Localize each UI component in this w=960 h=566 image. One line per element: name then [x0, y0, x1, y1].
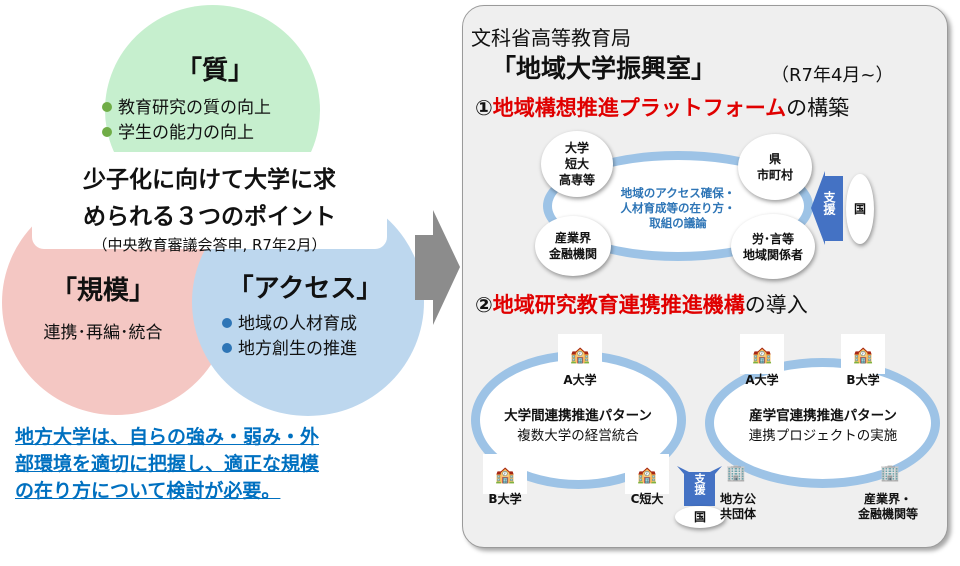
- arrow-right-icon: [415, 210, 460, 325]
- bullet-icon: [222, 343, 232, 353]
- node-stakeholders: 労･言等 地域関係者: [731, 214, 815, 279]
- center-line2: められる３つのポイント: [83, 204, 336, 230]
- office-panel: 文科省高等教育局 「地域大学振興室」 （R7年4月~） ①地域構想推進プラットフ…: [462, 5, 948, 548]
- university-building-icon: 🏫: [625, 454, 669, 494]
- access-bullets: 地域の人材育成 地方創生の推進: [222, 312, 357, 362]
- support-arrow: [677, 466, 722, 506]
- node-country: 国: [675, 506, 725, 528]
- section1-heading: ①地域構想推進プラットフォームの構築: [475, 92, 849, 122]
- member-label: 産業界・ 金融機関等: [857, 492, 918, 521]
- center-source: （中央教育審議会答申, R7年2月）: [92, 236, 327, 254]
- quality-bullets: 教育研究の質の向上 学生の能力の向上: [102, 96, 271, 146]
- support-label: 支援: [822, 191, 836, 215]
- pattern2-sub: 連携プロジェクトの実施: [748, 428, 898, 444]
- conclusion-line: 地方大学は、自らの強み・弱み・外: [15, 426, 320, 448]
- university-building-icon: 🏫: [483, 454, 527, 494]
- office-building-icon: 🏢: [726, 462, 746, 482]
- node-prefecture: 県 市町村: [738, 134, 812, 200]
- member-label: A大学: [745, 373, 779, 387]
- section-number: ①: [475, 96, 493, 120]
- bullet-icon: [222, 318, 232, 328]
- pattern2-title: 産学官連携推進パターン: [749, 408, 897, 424]
- quality-title: 「質」: [175, 56, 254, 86]
- support-arrow: [811, 171, 843, 245]
- center-line: 人材育成等の在り方・: [620, 201, 736, 215]
- bullet-icon: [102, 102, 112, 112]
- center-box: 少子化に向けて大学に求 められる３つのポイント （中央教育審議会答申, R7年2…: [32, 152, 387, 254]
- node-universities: 大学 短大 高専等: [541, 131, 613, 197]
- org-name: 文科省高等教育局: [471, 26, 631, 50]
- pattern2-ring: [705, 358, 940, 488]
- conclusion-line: 部環境を適切に把握し、適正な規模: [15, 453, 320, 475]
- section-rest: の構築: [786, 96, 850, 120]
- office-name: 「地域大学振興室」: [491, 54, 717, 83]
- support-label: 支援: [693, 473, 706, 495]
- office-building-icon: 🏢: [880, 462, 900, 482]
- member-label: C短大: [630, 492, 664, 506]
- node-industry: 産業界 金融機関: [535, 216, 611, 276]
- conclusion-text: 地方大学は、自らの強み・弱み・外 部環境を適切に把握し、適正な規模 の在り方につ…: [15, 424, 319, 505]
- pattern1-sub: 複数大学の経営統合: [517, 428, 639, 444]
- scale-sub: 連携･再編･統合: [43, 323, 163, 343]
- university-building-icon: 🏫: [740, 334, 784, 374]
- section-highlight: 地域構想推進プラットフォーム: [492, 96, 787, 120]
- office-date: （R7年4月~）: [771, 65, 894, 86]
- node-country: 国: [846, 174, 874, 244]
- bullet-text: 教育研究の質の向上: [118, 98, 271, 118]
- member-label: B大学: [846, 373, 880, 387]
- member-label: 地方公 共団体: [719, 492, 756, 521]
- conclusion-line: の在り方について検討が必要。: [15, 480, 281, 502]
- bullet-text: 地域の人材育成: [238, 314, 357, 334]
- bullet-text: 学生の能力の向上: [118, 123, 254, 143]
- center-line: 地域のアクセス確保・: [620, 186, 736, 200]
- scale-title: 「規模」: [50, 276, 155, 306]
- member-label: B大学: [488, 492, 522, 506]
- center-line: 取組の議論: [649, 216, 707, 230]
- section-rest: の導入: [744, 293, 808, 317]
- university-building-icon: 🏫: [841, 334, 885, 374]
- bullet-text: 地方創生の推進: [238, 339, 357, 359]
- university-building-icon: 🏫: [558, 334, 602, 374]
- section-number: ②: [475, 293, 493, 317]
- bullet-icon: [102, 127, 112, 137]
- section2-heading: ②地域研究教育連携推進機構の導入: [475, 289, 808, 319]
- access-title: 「アクセス」: [227, 274, 383, 304]
- platform-center-text: 地域のアクセス確保・ 人材育成等の在り方・ 取組の議論: [583, 186, 773, 231]
- member-label: A大学: [563, 373, 597, 387]
- section-highlight: 地域研究教育連携推進機構: [492, 293, 745, 317]
- pattern1-title: 大学間連携推進パターン: [504, 408, 652, 424]
- center-line1: 少子化に向けて大学に求: [83, 167, 336, 193]
